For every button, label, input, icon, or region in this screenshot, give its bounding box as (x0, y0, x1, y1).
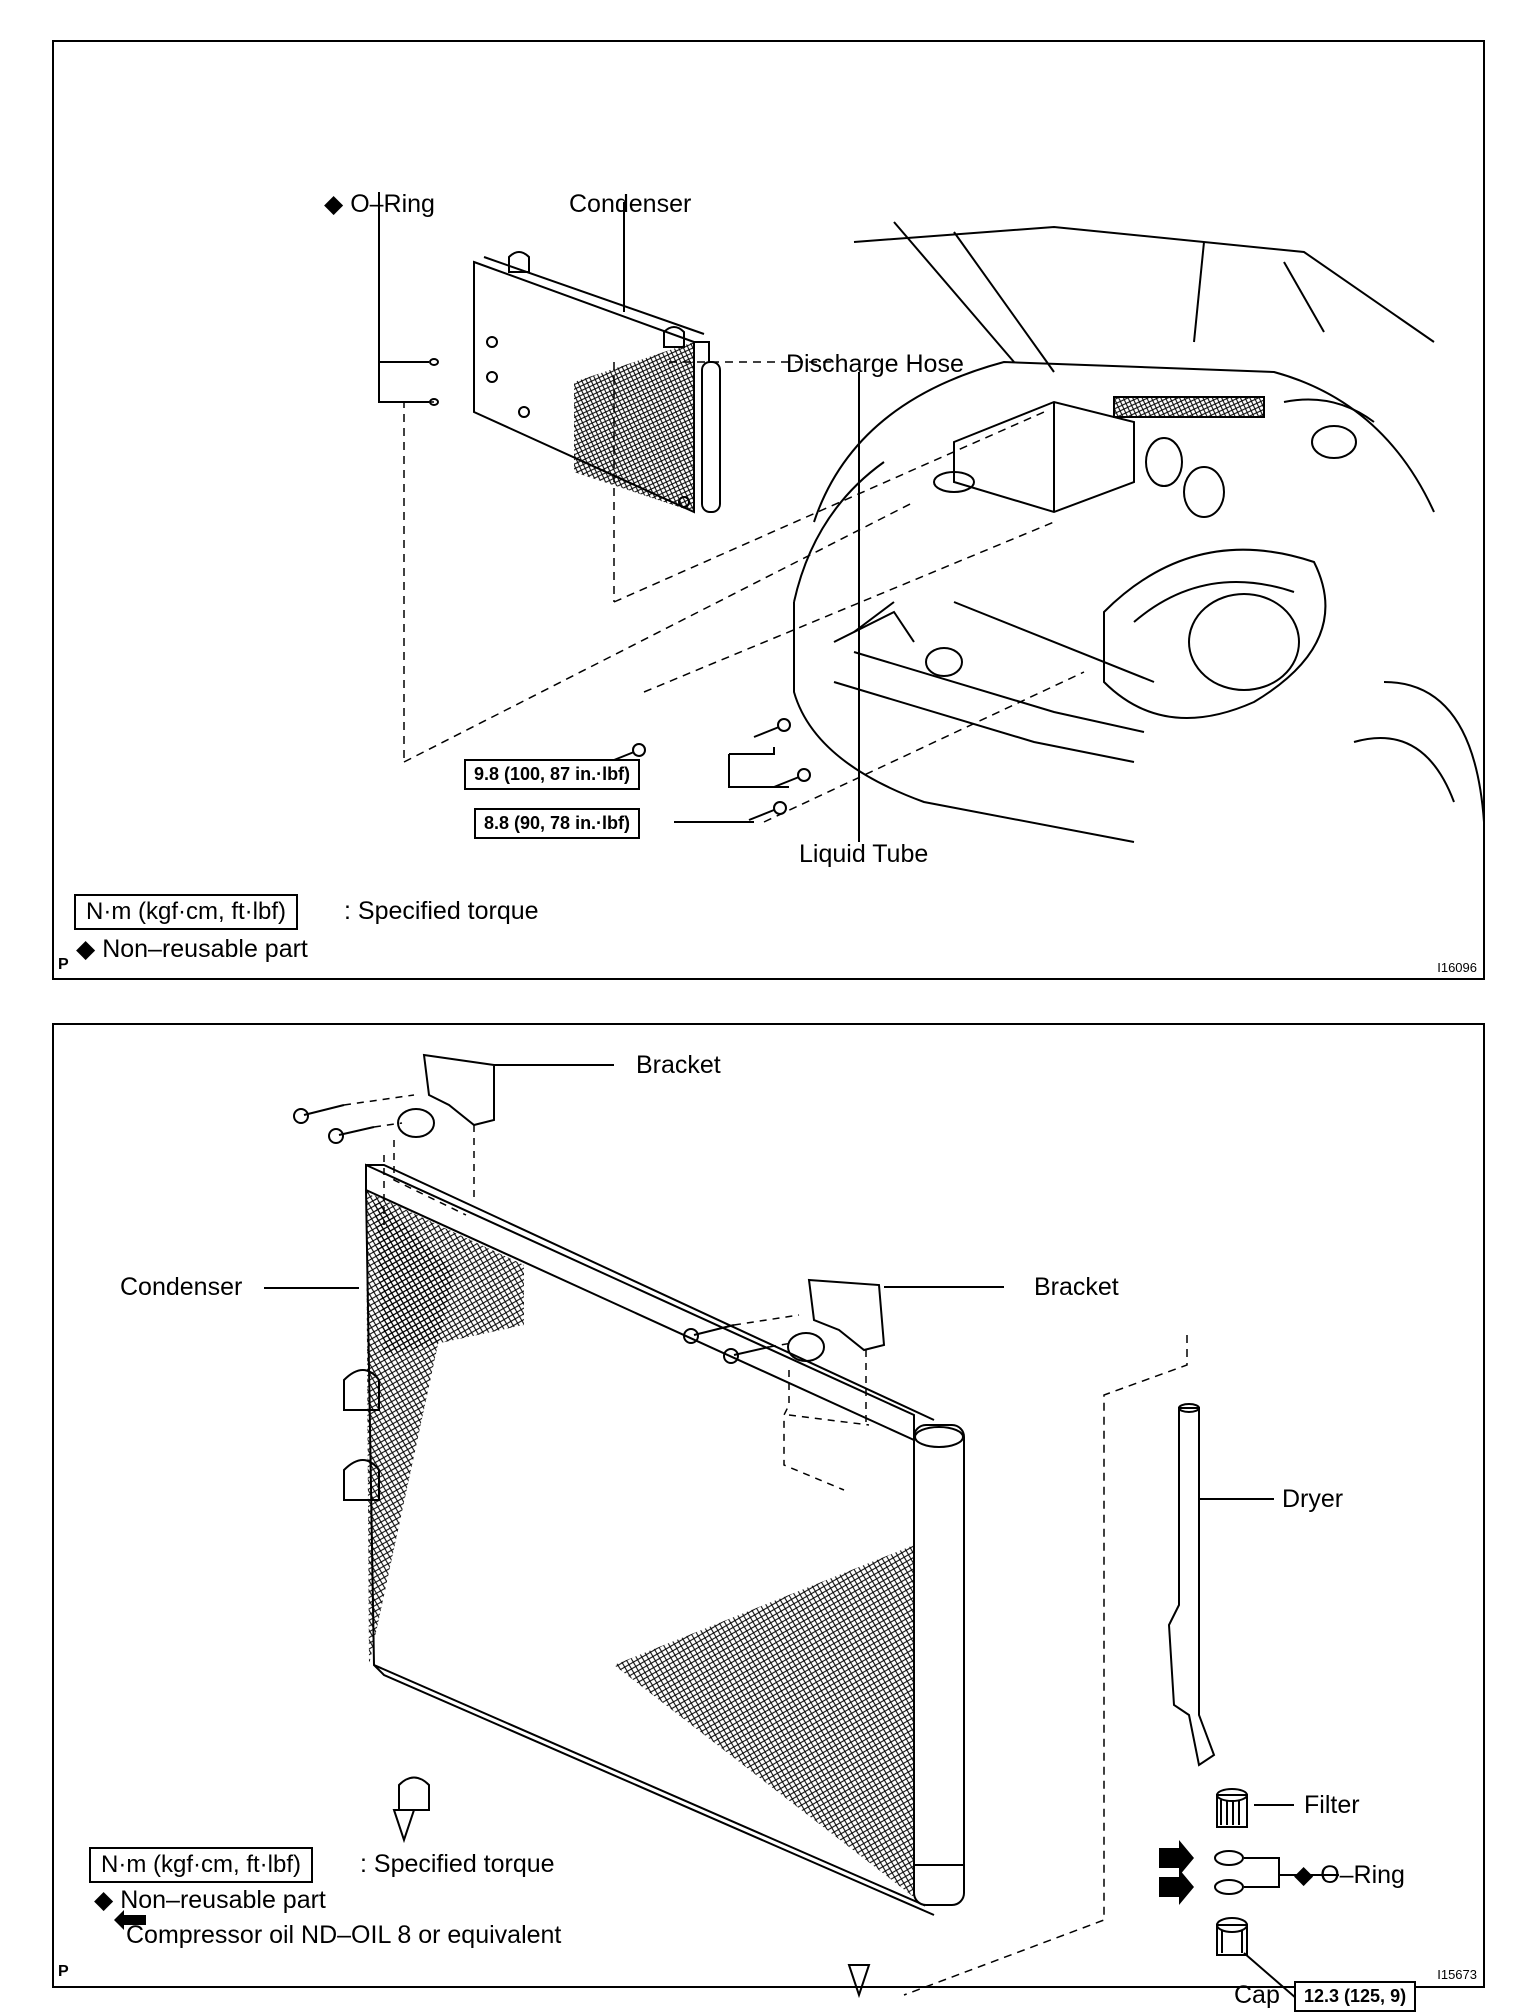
diamond-icon: ◆ (94, 1886, 114, 1914)
torque-unit-legend-box: N·m (kgf·cm, ft·lbf) (74, 894, 298, 930)
o-ring-label: ◆ O–Ring (1294, 1863, 1405, 1888)
non-reusable-legend: ◆ Non–reusable part (94, 1888, 326, 1913)
top-diagram-drawing (378, 192, 1485, 843)
condenser-label: Condenser (120, 1273, 243, 1301)
corner-mark: P (58, 1963, 69, 1980)
o-ring-lower (1214, 1879, 1244, 1895)
figure-id: I15673 (1437, 1967, 1477, 1982)
dryer-illustration (1167, 1403, 1274, 1767)
condenser-illustration (343, 1163, 965, 1999)
diamond-icon: ◆ (76, 935, 96, 963)
dryer-label: Dryer (1282, 1485, 1344, 1513)
vehicle-front-illustration (793, 221, 1485, 843)
compressor-oil-legend: Compressor oil ND–OIL 8 or equivalent (126, 1921, 562, 1949)
torque-spec-9-8: 9.8 (100, 87 in.·lbf) (464, 759, 641, 790)
o-ring-text: O–Ring (350, 190, 435, 218)
non-reusable-legend: ◆ Non–reusable part (76, 937, 308, 962)
non-reusable-text: Non–reusable part (102, 935, 308, 963)
o-ring-upper (1214, 1850, 1244, 1866)
filter-label: Filter (1304, 1791, 1360, 1819)
condenser-label: Condenser (569, 190, 692, 218)
bottom-diagram-panel: Bracket Bracket Condenser Dryer Filter ◆… (52, 1023, 1485, 2012)
figure-id: I16096 (1437, 960, 1477, 975)
o-ring-text: O–Ring (1320, 1861, 1405, 1889)
torque-unit-legend-box: N·m (kgf·cm, ft·lbf) (89, 1847, 313, 1883)
condenser-illustration (473, 251, 721, 514)
discharge-hose-label: Discharge Hose (786, 350, 964, 378)
bracket-illustration-right (683, 1278, 1004, 1491)
bracket-top-label: Bracket (636, 1051, 721, 1079)
o-ring-label: ◆ O–Ring (324, 192, 435, 217)
top-diagram-panel: ◆ O–Ring Condenser Discharge Hose Liquid… (52, 40, 1485, 980)
non-reusable-text: Non–reusable part (120, 1886, 326, 1914)
torque-legend-text: : Specified torque (344, 897, 539, 925)
torque-legend-text: : Specified torque (360, 1850, 555, 1878)
bracket-right-label: Bracket (1034, 1273, 1119, 1301)
bottom-diagram-drawing (114, 1053, 1339, 2006)
diamond-icon: ◆ (324, 190, 344, 218)
torque-spec-8-8: 8.8 (90, 78 in.·lbf) (474, 808, 641, 839)
oil-arrow-icons (114, 1840, 1194, 1930)
corner-mark: P (58, 956, 69, 973)
diamond-icon: ◆ (1294, 1861, 1314, 1889)
bracket-illustration-top (293, 1053, 614, 1225)
filter-illustration (1216, 1788, 1294, 1828)
cap-torque-spec: 12.3 (125, 9) (1294, 1981, 1417, 2012)
cap-label: Cap (1234, 1981, 1280, 2009)
liquid-tube-label: Liquid Tube (799, 840, 929, 868)
